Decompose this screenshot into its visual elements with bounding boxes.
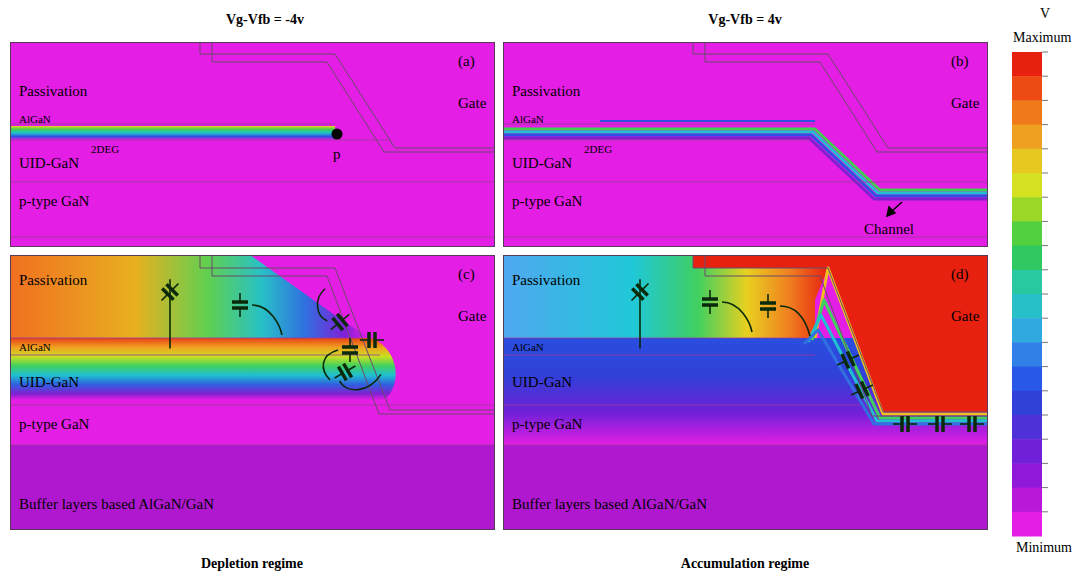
region-label: p-type GaN <box>19 416 89 433</box>
region-label: p <box>333 146 341 163</box>
colorbar-step <box>1012 512 1042 537</box>
region-label: UID-GaN <box>19 374 79 391</box>
colorbar-tick <box>1042 245 1048 246</box>
regime-caption: Accumulation regime <box>681 556 809 572</box>
colorbar-tick <box>1042 173 1048 174</box>
capacitor-symbol <box>848 378 877 403</box>
region-label: Gate <box>951 308 979 325</box>
colorbar-tick <box>1042 318 1048 319</box>
colorbar-step <box>1012 367 1042 392</box>
colorbar-step <box>1012 246 1042 271</box>
colorbar-tick <box>1042 294 1048 295</box>
capacitor-symbol <box>702 290 752 332</box>
simulation-panel: Passivation (b) GateAlGaN 2DEG UID-GaN Channe… <box>503 42 988 247</box>
region-label: p-type GaN <box>19 193 89 210</box>
capacitor-symbol <box>308 287 354 335</box>
colorbar-step <box>1012 342 1042 367</box>
capacitor-symbol <box>331 350 383 399</box>
capacitor-symbol <box>323 338 358 380</box>
colorbar-step <box>1012 197 1042 222</box>
colorbar-tick <box>1042 52 1048 53</box>
region-label: AlGaN <box>512 341 544 353</box>
colorbar-step <box>1012 415 1042 440</box>
region-label: AlGaN <box>19 113 51 125</box>
colorbar-tick <box>1042 390 1048 391</box>
region-label: p-type GaN <box>512 193 582 210</box>
capacitor-symbol <box>928 416 952 432</box>
capacitor-symbol <box>232 293 282 335</box>
colorbar-tick <box>1042 342 1048 343</box>
colorbar-label: V <box>1040 6 1050 22</box>
colorbar-step <box>1012 270 1042 295</box>
region-label: Passivation <box>19 83 87 100</box>
regime-caption: Depletion regime <box>201 556 303 572</box>
colorbar-step <box>1012 76 1042 101</box>
colorbar-step <box>1012 221 1042 246</box>
region-label: 2DEG <box>584 143 612 155</box>
colorbar-tick <box>1042 100 1048 101</box>
region-label: Passivation <box>512 272 580 289</box>
colorbar-step <box>1012 318 1042 343</box>
colorbar-tick <box>1042 197 1048 198</box>
colorbar-step <box>1012 294 1042 319</box>
colorbar-tick <box>1042 221 1048 222</box>
region-label: Passivation <box>512 83 580 100</box>
capacitor-symbol <box>360 332 384 348</box>
colorbar-step <box>1012 125 1042 150</box>
region-label: Gate <box>458 95 486 112</box>
region-label: Buffer layers based AlGaN/GaN <box>512 496 707 513</box>
capacitor-symbol <box>135 277 206 348</box>
colorbar-label: Maximum <box>1013 30 1071 46</box>
simulation-panel: Passivation (d) GateAlGaN UID-GaN p-type GaN… <box>503 255 988 530</box>
region-label: UID-GaN <box>512 374 572 391</box>
colorbar-step <box>1012 173 1042 198</box>
colorbar-tick <box>1042 269 1048 270</box>
region-label: UID-GaN <box>19 155 79 172</box>
region-label: p-type GaN <box>512 416 582 433</box>
colorbar-step <box>1012 488 1042 513</box>
region-label: Gate <box>458 308 486 325</box>
simulation-panel: Passivation (a) GateAlGaN 2DEG UID-GaN p p-typ… <box>10 42 495 247</box>
bias-title: Vg-Vfb = 4v <box>708 12 781 28</box>
capacitor-symbol <box>760 294 810 336</box>
region-label: AlGaN <box>19 341 51 353</box>
capacitor-symbol <box>960 416 984 432</box>
region-label: Gate <box>951 95 979 112</box>
region-label: Channel <box>864 221 914 238</box>
capacitor-symbol <box>834 348 863 373</box>
colorbar-tick <box>1042 511 1048 512</box>
colorbar-step <box>1012 391 1042 416</box>
colorbar-tick <box>1042 487 1048 488</box>
region-label: AlGaN <box>512 113 544 125</box>
region-label: (d) <box>951 266 969 283</box>
region-label: Buffer layers based AlGaN/GaN <box>19 496 214 513</box>
colorbar-tick <box>1042 463 1048 464</box>
simulation-panel: Passivation (c) GateAlGaN UID-GaN p-type GaN… <box>10 255 495 530</box>
colorbar-step <box>1012 100 1042 125</box>
colorbar-step <box>1012 439 1042 464</box>
capacitor-symbol <box>893 416 917 432</box>
colorbar-tick <box>1042 439 1048 440</box>
bias-title: Vg-Vfb = -4v <box>226 12 304 28</box>
colorbar-tick <box>1042 124 1048 125</box>
colorbar-tick <box>1042 415 1048 416</box>
region-label: (a) <box>458 53 475 70</box>
colorbar-label: Minimum <box>1016 540 1072 556</box>
region-label: 2DEG <box>91 143 119 155</box>
colorbar-step <box>1012 463 1042 488</box>
colorbar-tick <box>1042 76 1048 77</box>
region-label: (c) <box>458 266 475 283</box>
region-label: Passivation <box>19 272 87 289</box>
region-label: (b) <box>951 53 969 70</box>
region-label: UID-GaN <box>512 155 572 172</box>
capacitor-symbol <box>605 277 676 348</box>
colorbar-tick <box>1042 366 1048 367</box>
colorbar-step <box>1012 52 1042 77</box>
colorbar-step <box>1012 149 1042 174</box>
colorbar-tick <box>1042 148 1048 149</box>
